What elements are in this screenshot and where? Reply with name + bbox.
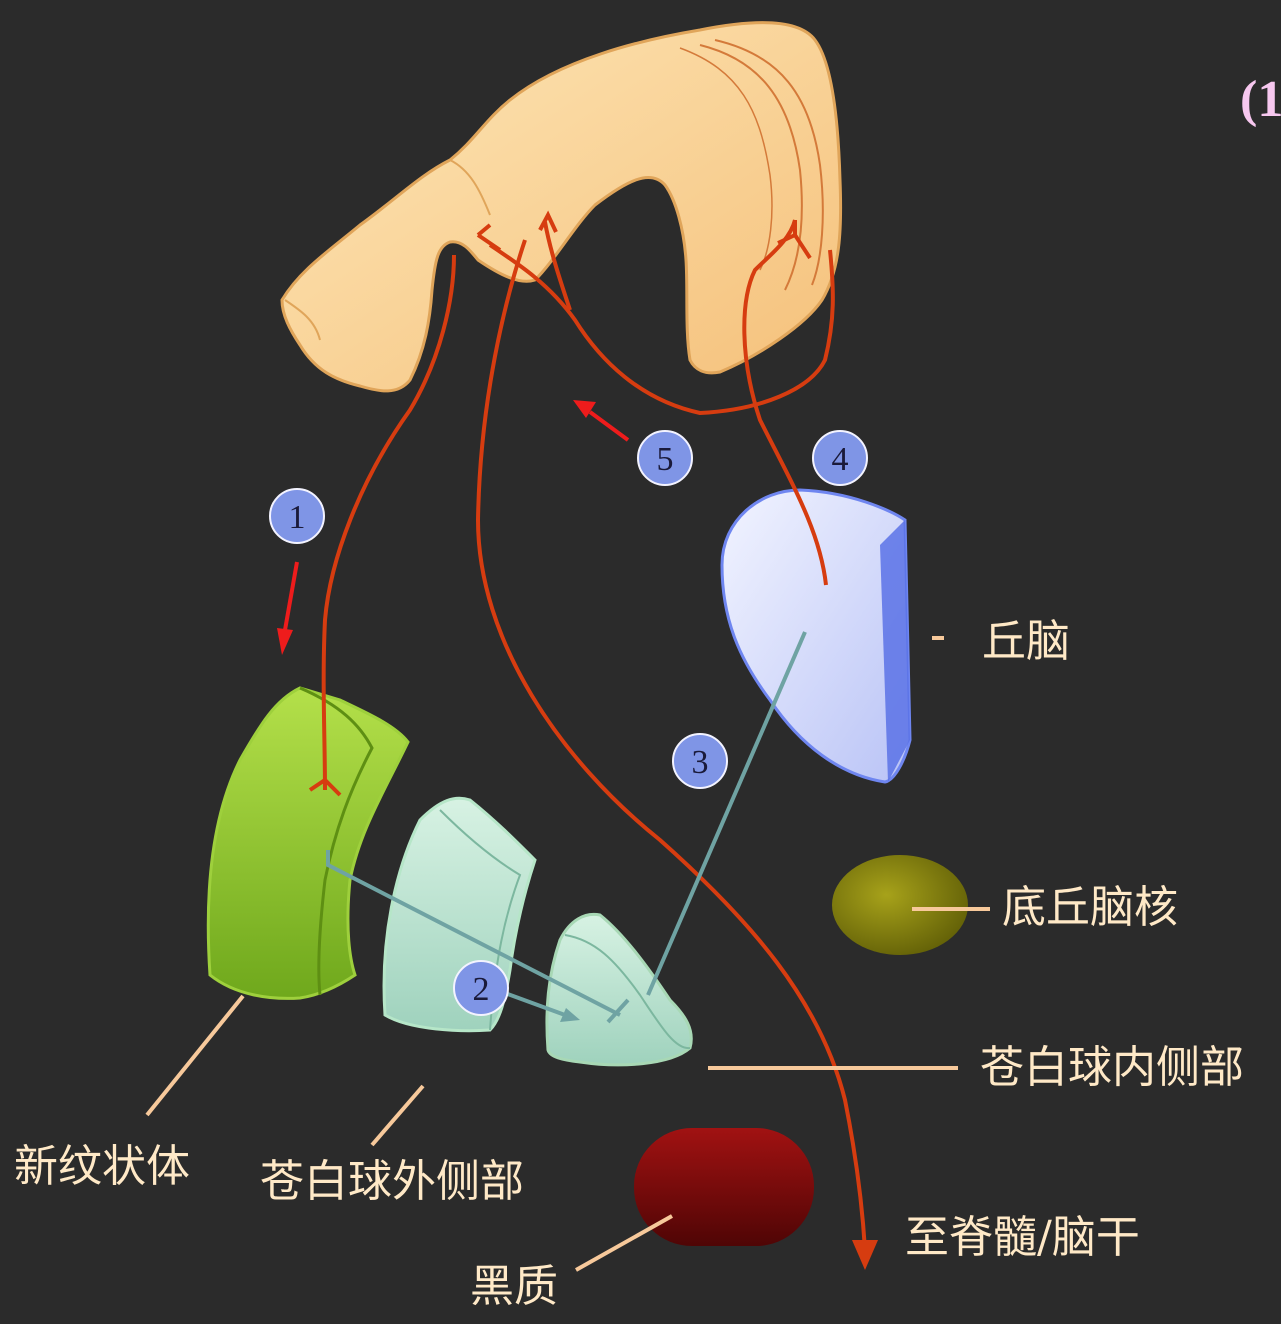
pathway-cortex-branch	[543, 221, 572, 311]
pathway-corticospinal	[475, 239, 867, 1251]
thalamus	[720, 488, 912, 784]
label-subthalamic-nucleus: 底丘脑核	[1002, 882, 1178, 933]
pathway-terminal	[538, 210, 558, 233]
svg-text:2: 2	[473, 971, 490, 1008]
pathway-terminal	[777, 220, 812, 260]
leader-nigra	[575, 1214, 673, 1272]
cortex-layer-line	[714, 39, 824, 286]
pathway-striatum-to-gpi	[326, 850, 621, 1017]
neostriatum	[206, 686, 410, 1000]
leader-lines	[145, 636, 990, 1272]
substantia-nigra	[634, 1128, 814, 1246]
neostriatum-shape	[206, 686, 410, 1000]
cerebral-cortex	[280, 21, 843, 393]
nigra-shape	[634, 1128, 814, 1246]
pathway-gpe-arrow	[504, 991, 566, 1017]
pathway-number-badges: 1 2 3 4 5	[269, 430, 868, 1016]
globus-pallidus-internal	[545, 912, 693, 1067]
gpe-arrowhead	[560, 1008, 580, 1022]
badge-4: 4	[812, 430, 868, 486]
corner-text: (1	[1240, 71, 1281, 128]
subthalamic-nucleus	[832, 855, 968, 955]
svg-text:5: 5	[657, 441, 674, 478]
gpi-shape	[545, 912, 693, 1067]
indicator-arrow-1	[283, 561, 299, 631]
cortex-layer-line	[699, 44, 803, 291]
indicator-arrow-5	[588, 410, 630, 442]
leader-gpe	[370, 1084, 425, 1147]
badge-2: 2	[453, 960, 509, 1016]
neostriatum-edge	[299, 686, 374, 996]
leader-neostriatum	[145, 994, 245, 1117]
svg-text:1: 1	[289, 499, 306, 536]
badge-3: 3	[672, 733, 728, 789]
cortex-layer-line	[679, 47, 773, 271]
label-globus-pallidus-external: 苍白球外侧部	[260, 1156, 524, 1207]
badge-1: 1	[269, 488, 325, 544]
stn-shape	[832, 855, 968, 955]
indicator-arrow-1-head	[277, 628, 293, 655]
label-to-spinal-cord-brainstem: 至脊髓/脑干	[905, 1212, 1140, 1263]
pathway-inhibitory-bar	[606, 998, 630, 1024]
thalamus-side	[880, 520, 910, 782]
label-neostriatum: 新纹状体	[14, 1141, 190, 1192]
indicator-arrow-5-head	[573, 400, 596, 418]
pathway-terminal-fork	[308, 777, 342, 797]
pathway-arrowhead	[852, 1240, 878, 1270]
svg-text:4: 4	[832, 441, 849, 478]
pathways	[308, 210, 867, 1251]
label-substantia-nigra: 黑质	[470, 1261, 558, 1312]
pathway-cortex-to-striatum	[321, 254, 456, 791]
thalamus-shape	[720, 488, 912, 784]
pathway-gpi-to-thalamus	[646, 631, 807, 996]
cortex-sulcus	[284, 299, 321, 341]
indicator-arrows	[277, 400, 630, 655]
pathway-thalamocortical-loop	[488, 243, 835, 416]
label-thalamus: 丘脑	[982, 616, 1070, 667]
label-globus-pallidus-internal: 苍白球内侧部	[980, 1042, 1244, 1093]
pathway-thalamus-to-cortex	[742, 219, 828, 586]
cortex-shape	[280, 21, 843, 393]
gpi-edge	[564, 934, 691, 1050]
badge-5: 5	[637, 430, 693, 486]
cortex-sulcus	[449, 159, 491, 216]
inhibitory-pathways	[326, 631, 807, 1024]
svg-text:3: 3	[692, 744, 709, 781]
